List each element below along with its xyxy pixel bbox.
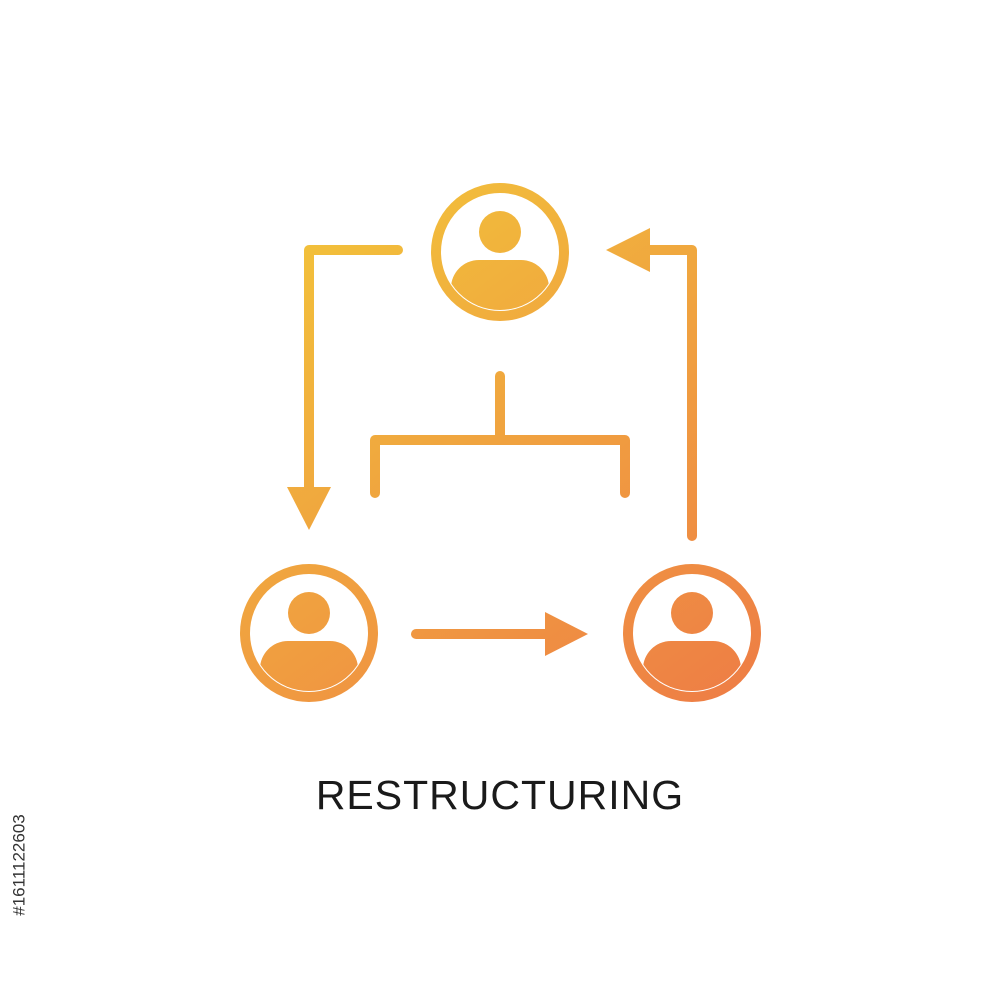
org-chart-connector-icon xyxy=(370,371,630,498)
top-person-icon xyxy=(431,183,569,321)
stock-id-text: #1611122603 xyxy=(10,814,30,916)
stock-id-label: #1611122603 xyxy=(6,765,34,965)
arrow-up-return-icon xyxy=(606,228,697,541)
right-person-icon xyxy=(623,564,761,702)
caption-title: RESTRUCTURING xyxy=(315,772,685,818)
arrow-down-icon xyxy=(287,245,403,530)
arrow-right-icon xyxy=(411,612,588,656)
left-person-icon xyxy=(240,564,378,702)
